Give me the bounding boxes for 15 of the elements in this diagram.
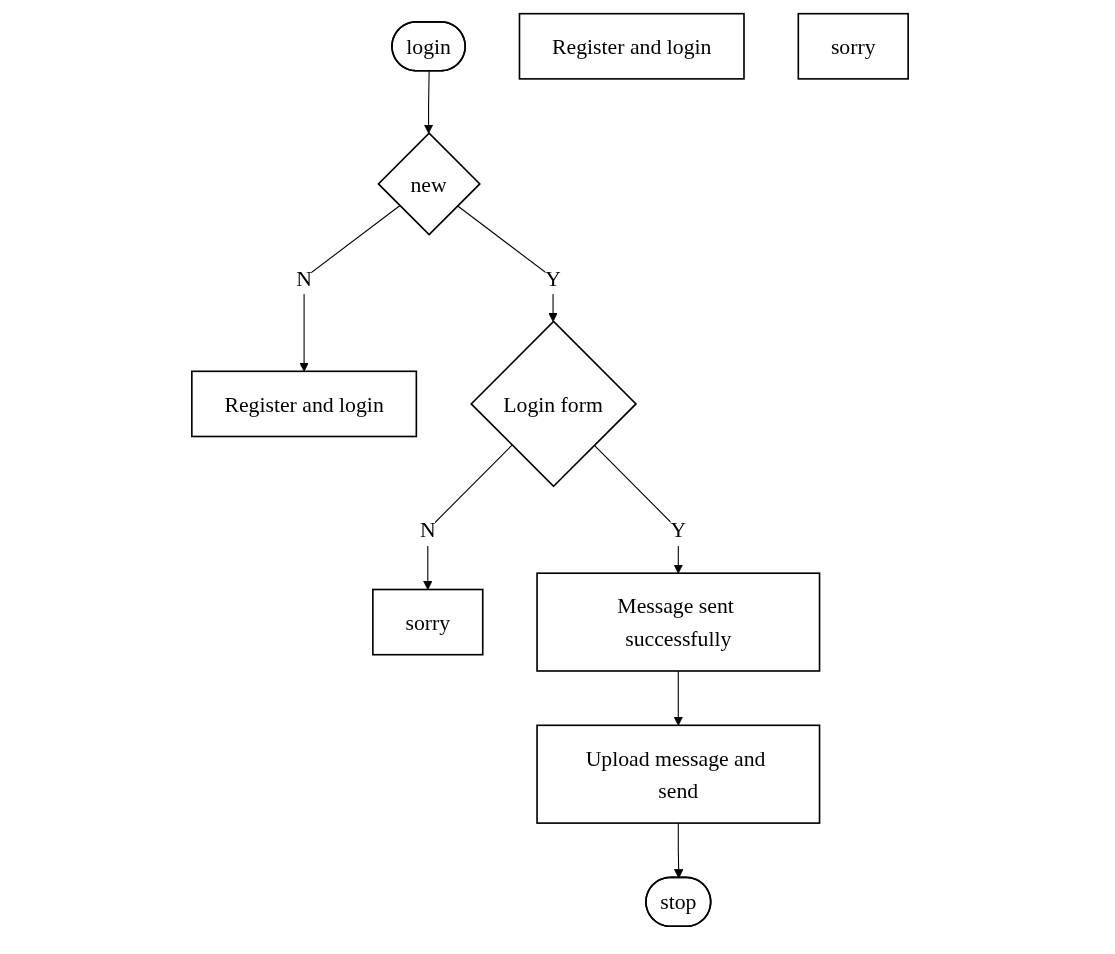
node-box: sorry [797,12,909,80]
edge-label: Y [545,266,561,291]
node-diamond: new [377,132,481,236]
node-box: sorry [372,588,484,656]
arrow [423,70,434,134]
node-box: Message sent successfully [536,572,821,672]
arrow [673,670,684,726]
edge-label: Y [670,517,687,542]
node-box: Register and login [191,370,418,438]
node-box: Register and login [518,12,745,80]
arrow [673,822,684,879]
edge-label: N [296,266,312,291]
edge-label: N [419,517,436,542]
node-diamond: Login form [470,320,638,488]
node-box: Upload message and send [536,724,821,824]
